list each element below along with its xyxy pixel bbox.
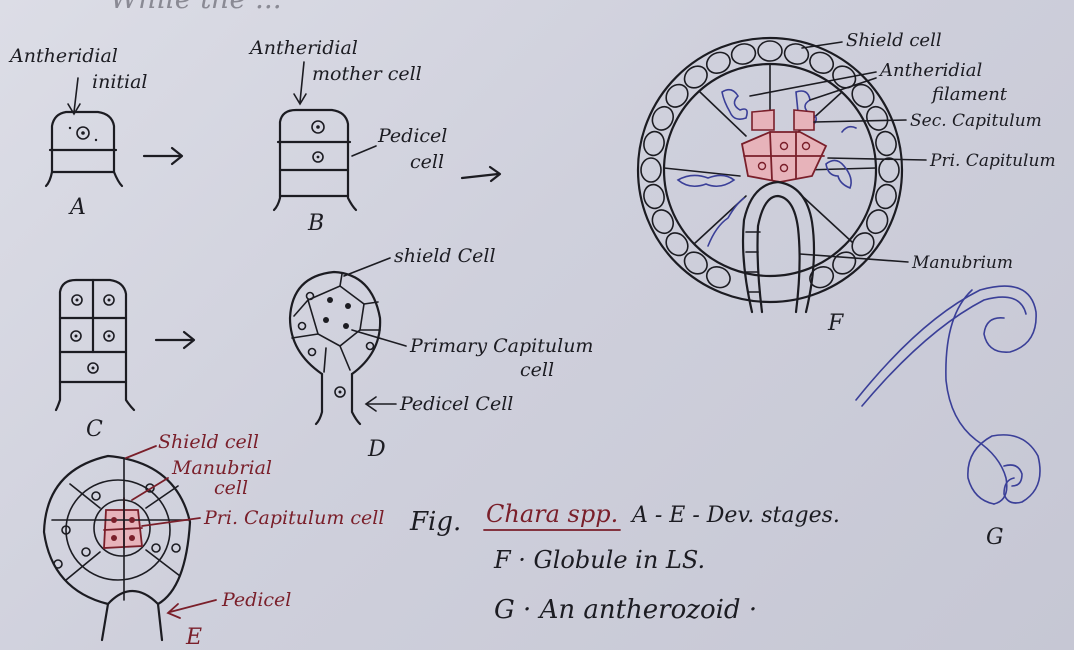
arrow-b-to-f	[462, 174, 498, 178]
caption-line-2: F · Globule in LS.	[493, 546, 705, 574]
stage-f: Shield cell Antheridial filament Sec. Ca…	[638, 30, 1056, 336]
shield-cell	[758, 41, 782, 61]
stage-d-capitulum-cells	[308, 286, 364, 346]
stage-e-pedicel-label: Pedicel	[221, 589, 291, 611]
stage-e-manubrial-label-2: cell	[214, 477, 248, 499]
shield-cell	[642, 183, 667, 211]
stage-b-mother-cell	[280, 110, 348, 142]
stage-a-label-1: Antheridial	[8, 45, 118, 67]
shield-cell	[879, 158, 899, 182]
stage-f-shield-label: Shield cell	[846, 30, 942, 51]
stage-c: C	[56, 280, 194, 442]
stage-f-sec-capitulum-left	[752, 110, 774, 130]
stage-f-sec-capitulum-label: Sec. Capitulum	[910, 111, 1042, 131]
stage-a-apical-cell	[52, 112, 114, 150]
stage-b-label-1: Antheridial	[248, 37, 358, 59]
stage-d-shield-label: shield Cell	[394, 245, 496, 267]
stage-e-capitulum-label: Pri. Capitulum cell	[203, 507, 384, 529]
stage-f-filament-label-2: filament	[930, 84, 1008, 105]
shield-cell	[783, 42, 811, 67]
shield-cell	[641, 158, 661, 182]
shield-cell	[874, 130, 899, 158]
caption-genus: Chara spp.	[486, 500, 618, 528]
stage-f-sec-capitulum-right	[794, 110, 814, 130]
stage-e-manubrial-label-1: Manubrial	[171, 457, 272, 479]
stage-f-filament-label-1: Antheridial	[878, 60, 982, 81]
stage-f-pri-capitulum-label: Pri. Capitulum	[929, 151, 1056, 171]
shield-cell	[642, 130, 667, 158]
stage-a-label-2: initial	[92, 71, 148, 93]
stage-e-shield-label: Shield cell	[158, 431, 259, 453]
stage-f-manubrium-label: Manubrium	[911, 253, 1013, 273]
stage-f-letter: F	[827, 311, 844, 336]
caption-fig: Fig.	[409, 507, 461, 537]
stage-e-letter: E	[185, 625, 202, 650]
stage-c-letter: C	[86, 417, 103, 442]
stage-b-label-2: mother cell	[312, 63, 422, 85]
shield-cell	[874, 183, 899, 211]
stage-b-pedicel-2: cell	[410, 151, 444, 173]
stage-g: G	[856, 286, 1040, 550]
caption-line-3: G · An antherozoid ·	[494, 595, 757, 625]
stage-a-letter: A	[68, 195, 86, 220]
stage-b-letter: B	[307, 211, 324, 236]
shield-cell	[730, 42, 758, 67]
stage-b: Antheridial mother cell Pedicel cell B	[248, 37, 500, 236]
stage-d-pedicel-label: Pedicel Cell	[399, 393, 513, 415]
stage-d-letter: D	[367, 437, 386, 462]
top-partial-text: While the ...	[110, 0, 282, 15]
stage-d-capitulum-label-1: Primary Capitulum	[409, 335, 593, 357]
stage-g-antherozoid-body	[946, 290, 1007, 504]
figure-caption: Fig. Chara spp. A - E - Dev. stages. F ·…	[409, 500, 840, 625]
stage-a: Antheridial initial A	[8, 45, 182, 220]
stage-b-pedicel-1: Pedicel	[377, 125, 447, 147]
stage-e: Shield cell Manubrial cell Pri. Capitulu…	[44, 431, 384, 650]
stage-d: shield Cell Primary Capitulum cell Pedic…	[290, 245, 593, 462]
caption-line-1: A - E - Dev. stages.	[630, 503, 840, 528]
stage-f-pri-capitulum	[742, 132, 826, 182]
stage-d-capitulum-label-2: cell	[520, 359, 554, 381]
stage-g-letter: G	[986, 525, 1004, 550]
stage-f-antheridial-filament	[722, 90, 747, 119]
